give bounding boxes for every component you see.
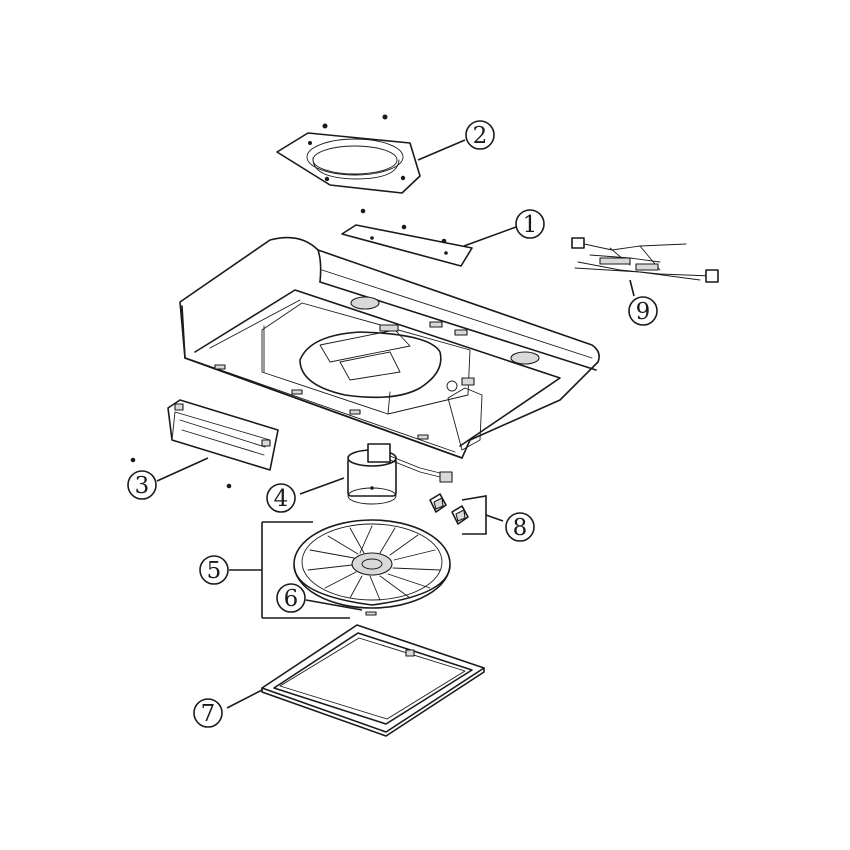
- screw-icon: [130, 457, 136, 463]
- callout-6: 6: [276, 583, 306, 613]
- callout-5: 5: [199, 555, 229, 585]
- callout-1: 1: [515, 209, 545, 239]
- set-screw-icon: [365, 611, 377, 616]
- part-motor: [347, 443, 453, 505]
- callout-2: 2: [465, 120, 495, 150]
- part-hood-body: [179, 236, 600, 459]
- callout-9: 9: [628, 296, 658, 326]
- part-light-bracket: [130, 399, 279, 489]
- part-blower-wheel: [293, 519, 451, 616]
- svg-text:8: 8: [513, 515, 528, 541]
- callout-7: 7: [193, 698, 223, 728]
- screw-icon: [226, 483, 232, 489]
- part-duct-adapter-plate: [276, 114, 421, 194]
- svg-text:7: 7: [201, 701, 216, 727]
- part-light-sockets: [429, 493, 469, 525]
- part-grease-filter: [261, 624, 485, 737]
- screw-icon: [382, 114, 388, 120]
- part-mounting-bracket: [341, 208, 473, 267]
- svg-text:3: 3: [135, 473, 150, 499]
- screw-icon: [360, 208, 366, 214]
- svg-text:1: 1: [523, 212, 538, 238]
- svg-text:9: 9: [636, 299, 651, 325]
- screw-icon: [322, 123, 328, 129]
- callout-8: 8: [505, 512, 535, 542]
- svg-text:2: 2: [473, 123, 488, 149]
- svg-text:5: 5: [207, 558, 222, 584]
- leader-lines: [156, 139, 635, 709]
- callout-4: 4: [266, 483, 296, 513]
- callout-3: 3: [127, 470, 157, 500]
- screw-icon: [401, 224, 407, 230]
- part-wiring-harness: [571, 237, 719, 283]
- screw-icon: [441, 238, 447, 244]
- svg-text:4: 4: [274, 486, 289, 512]
- svg-text:6: 6: [284, 586, 299, 612]
